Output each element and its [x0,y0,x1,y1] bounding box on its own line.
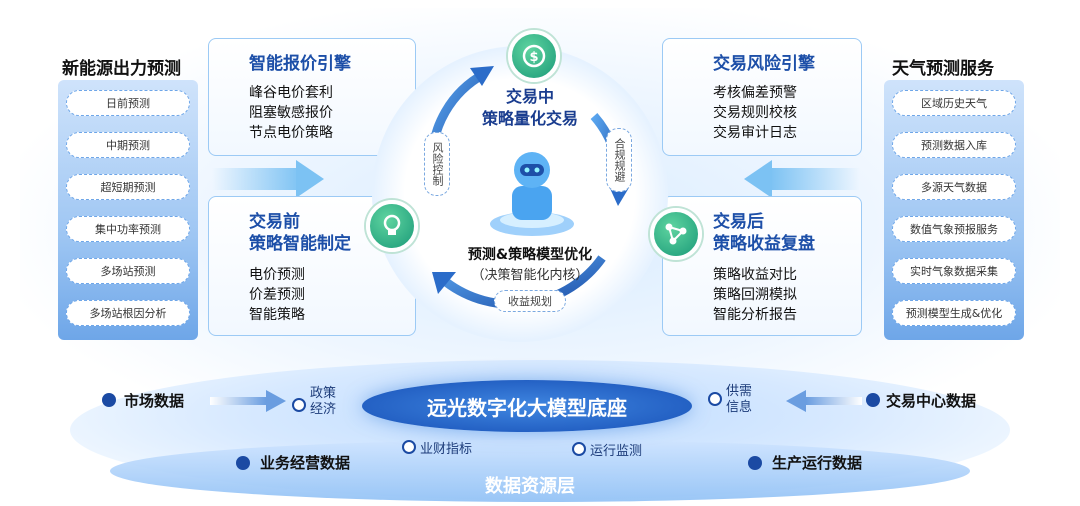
business-data-label: 业务经营数据 [260,454,351,472]
card-risk-engine: 交易风险引擎 考核偏差预警 交易规则校核 交易审计日志 [662,38,862,156]
production-data-label: 生产运行数据 [772,454,863,472]
lightbulb-icon [366,200,418,252]
card-line: 策略收益对比 [713,267,797,283]
trading-center-data-label: 交易中心数据 [886,392,977,410]
card-line: 智能分析报告 [713,307,797,323]
right-flow-arrow-icon [744,160,772,198]
inner-policy-economy: 政策 经济 [310,386,337,417]
card-line: 考核偏差预警 [713,85,797,101]
card-line: 交易规则校核 [713,105,797,121]
center-top-subtitle: 策略量化交易 [481,109,578,128]
card-line: 策略回溯模拟 [713,287,797,303]
business-data-dot-icon [236,456,250,470]
inner-supply-demand: 供需 信息 [726,384,753,415]
network-icon [650,208,702,260]
robot-icon [490,152,574,236]
right-flow-arrow-band [770,168,860,190]
market-data-arrow-icon [210,390,286,412]
market-data-label: 市场数据 [124,392,185,410]
card-line: 节点电价策略 [249,125,333,141]
left-item[interactable]: 多场站根因分析 [66,300,190,326]
monitor-dot-icon [572,442,586,456]
data-layer-band [110,440,970,502]
card-subtitle: 策略收益复盘 [713,234,815,254]
right-item[interactable]: 实时气象数据采集 [892,258,1016,284]
finance-dot-icon [402,440,416,454]
card-line: 智能策略 [249,307,305,323]
inner-finance-indicators: 业财指标 [420,442,473,457]
card-line: 价差预测 [249,287,305,303]
model-base-core: 远光数字化大模型底座 [362,380,692,432]
right-item[interactable]: 多源天气数据 [892,174,1016,200]
left-section-title: 新能源出力预测 [62,59,181,79]
market-data-dot-icon [102,393,116,407]
core-model-subtitle: （决策智能化内核） [471,268,589,283]
left-flow-arrow-icon [296,160,324,198]
svg-text:$: $ [529,50,538,65]
left-item[interactable]: 超短期预测 [66,174,190,200]
left-item[interactable]: 集中功率预测 [66,216,190,242]
card-title: 交易后 [713,212,764,232]
left-flow-arrow-band [212,168,302,190]
card-subtitle: 策略智能制定 [249,234,351,254]
right-weather-panel: 区域历史天气 预测数据入库 多源天气数据 数值气象预报服务 实时气象数据采集 预… [884,80,1024,340]
left-item[interactable]: 中期预测 [66,132,190,158]
tag-revenue-plan: 收益规划 [494,290,566,312]
right-item[interactable]: 区域历史天气 [892,90,1016,116]
right-item[interactable]: 预测数据入库 [892,132,1016,158]
card-line: 交易审计日志 [713,125,797,141]
card-line: 阻塞敏感报价 [249,105,333,121]
core-model-title: 预测&策略模型优化 [467,247,593,263]
data-layer-title: 数据资源层 [485,476,575,497]
trading-center-arrow-icon [786,390,862,412]
supply-dot-icon [708,392,722,406]
card-line: 峰谷电价套利 [249,85,333,101]
left-item[interactable]: 多场站预测 [66,258,190,284]
right-item[interactable]: 数值气象预报服务 [892,216,1016,242]
tag-risk-control: 风险控制 [424,132,450,196]
card-pretrade: 交易前 策略智能制定 电价预测 价差预测 智能策略 [208,196,416,336]
trading-center-dot-icon [866,393,880,407]
left-forecast-panel: 日前预测 中期预测 超短期预测 集中功率预测 多场站预测 多场站根因分析 [58,80,198,340]
card-title: 交易前 [249,212,300,232]
inner-operation-monitor: 运行监测 [590,444,643,459]
policy-dot-icon [292,398,306,412]
money-icon: $ [508,30,560,82]
card-title: 智能报价引擎 [249,54,351,74]
right-section-title: 天气预测服务 [892,59,994,79]
production-data-dot-icon [748,456,762,470]
tag-compliance: 合规规避 [606,128,632,192]
right-item[interactable]: 预测模型生成&优化 [892,300,1016,326]
card-line: 电价预测 [249,267,305,283]
left-item[interactable]: 日前预测 [66,90,190,116]
card-title: 交易风险引擎 [713,54,815,74]
center-top-title: 交易中 [505,87,554,106]
